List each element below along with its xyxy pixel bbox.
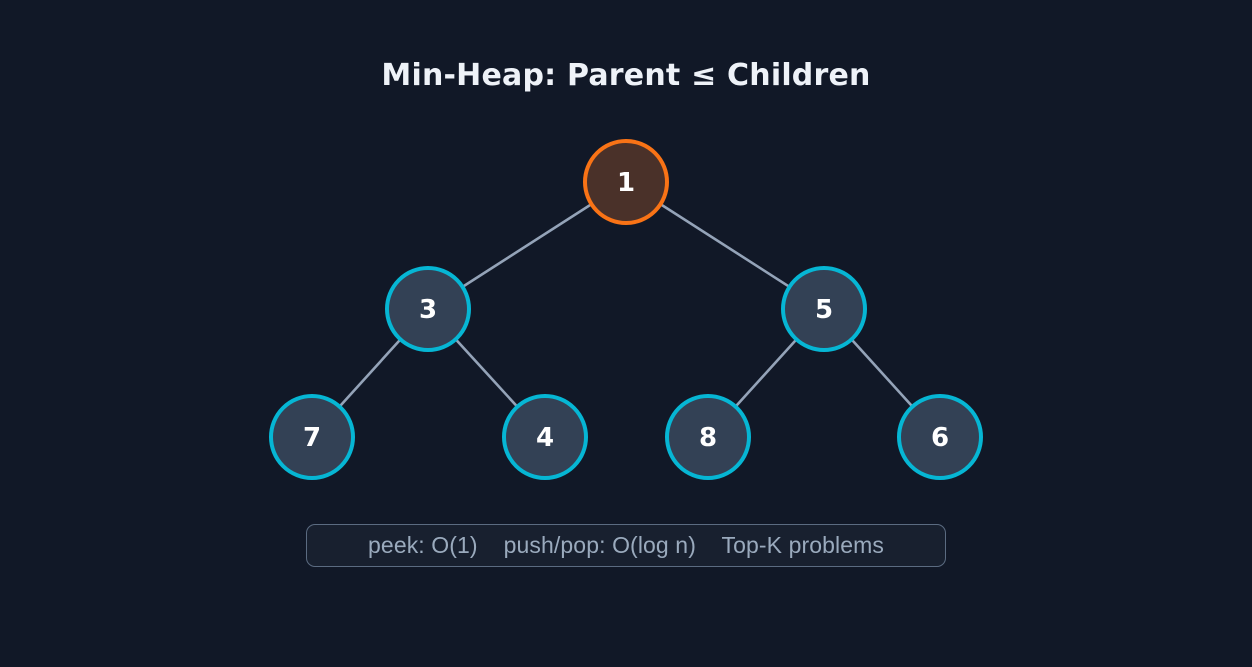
tree-node-circle-1[interactable]	[583, 139, 669, 225]
tree-node-6[interactable]: 6	[897, 394, 983, 480]
tree-node-1[interactable]: 1	[583, 139, 669, 225]
tree-node-label-4: 4	[536, 423, 554, 453]
tree-node-label-8: 8	[699, 423, 717, 453]
tree-node-label-7: 7	[303, 423, 321, 453]
tree-node-label-3: 3	[419, 295, 437, 325]
tree-node-circle-6[interactable]	[897, 394, 983, 480]
page-title: Min-Heap: Parent ≤ Children	[381, 58, 871, 93]
tree-node-5[interactable]: 5	[781, 266, 867, 352]
complexity-caption-box: peek: O(1) push/pop: O(log n) Top-K prob…	[306, 524, 946, 567]
tree-node-circle-7[interactable]	[269, 394, 355, 480]
tree-node-circle-5[interactable]	[781, 266, 867, 352]
tree-node-circle-8[interactable]	[665, 394, 751, 480]
tree-node-label-5: 5	[815, 295, 833, 325]
tree-node-label-1: 1	[617, 168, 635, 198]
tree-node-3[interactable]: 3	[385, 266, 471, 352]
tree-nodes-group: 1 3 5 7 4 8 6	[269, 139, 983, 480]
tree-node-8[interactable]: 8	[665, 394, 751, 480]
complexity-caption-text: peek: O(1) push/pop: O(log n) Top-K prob…	[368, 532, 884, 558]
tree-node-7[interactable]: 7	[269, 394, 355, 480]
tree-node-4[interactable]: 4	[502, 394, 588, 480]
tree-node-label-6: 6	[931, 423, 949, 453]
tree-node-circle-4[interactable]	[502, 394, 588, 480]
tree-node-circle-3[interactable]	[385, 266, 471, 352]
